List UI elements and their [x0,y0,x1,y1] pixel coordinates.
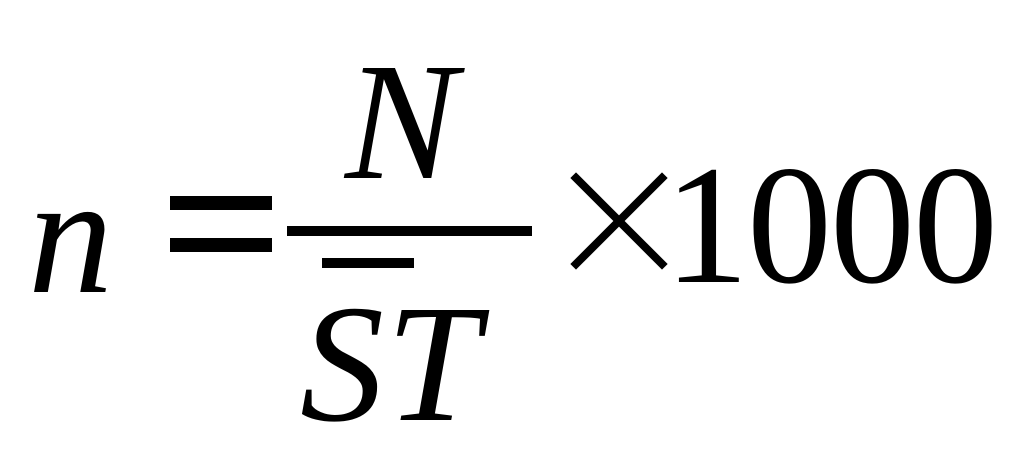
fraction-numerator: N [345,29,458,215]
formula: n N ST 1000 [28,29,998,457]
equals-sign-top-stroke [170,196,272,210]
formula-variable-n: n [28,141,113,329]
fraction-bar [287,226,532,236]
times-sign-icon [570,172,668,270]
denominator-overbar [322,258,414,268]
equals-sign-bottom-stroke [170,238,272,252]
formula-multiplier: 1000 [664,131,998,319]
fraction-denominator: ST [300,271,482,457]
